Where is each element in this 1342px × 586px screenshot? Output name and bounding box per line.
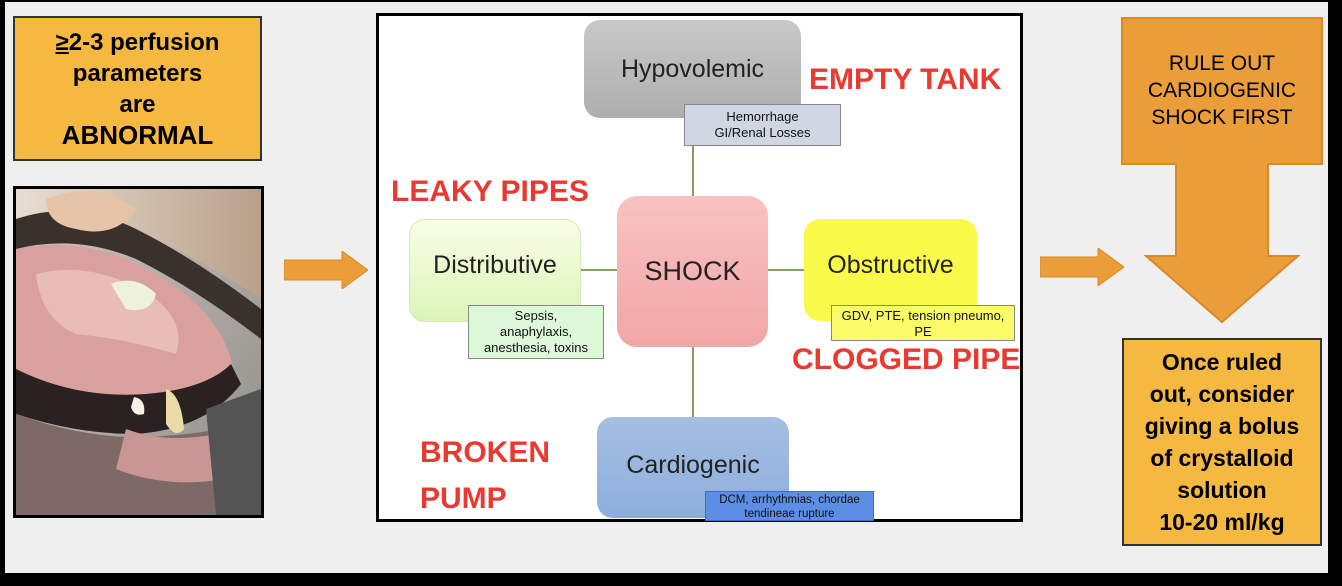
bolus-line5: solution [1177,477,1267,503]
shock-label: SHOCK [644,256,741,286]
clogged-pipe-label: CLOGGED PIPE [792,343,1021,376]
leaky-pipes-label: LEAKY PIPES [391,175,589,208]
obstructive-cause-1: GDV, PTE, tension pneumo, [841,308,1005,323]
connector-bottom [692,347,694,417]
broken-pump-line1: BROKEN [420,436,551,469]
distributive-label: Distributive [433,251,557,279]
distributive-cause-1: Sepsis, [514,308,558,323]
dog-gums-photo [13,186,264,518]
cardiogenic-label: Cardiogenic [626,451,760,479]
cardiogenic-causes: DCM, arrhythmias, chordae tendineae rupt… [705,491,874,521]
bolus-line6: 10-20 ml/kg [1159,509,1285,535]
hypovolemic-cause-2: GI/Renal Losses [714,125,811,140]
rule-out-line1: RULE OUT [1168,52,1276,75]
connector-top [692,146,694,196]
empty-tank-label: EMPTY TANK [809,63,1002,96]
obstructive-causes: GDV, PTE, tension pneumo, PE [831,305,1015,341]
shock-types-diagram: Hypovolemic Hemorrhage GI/Renal Losses D… [376,13,1023,522]
hypovolemic-label: Hypovolemic [620,54,765,83]
broken-pump-label: BROKEN PUMP [420,430,550,522]
crystalloid-bolus-box: Once ruled out, consider giving a bolus … [1122,338,1322,546]
perfusion-line2: parameters [72,59,203,87]
bolus-line3: giving a bolus [1144,413,1300,439]
obstructive-label: Obstructive [827,250,954,279]
shock-center-node: SHOCK [617,196,768,347]
distributive-cause-2: anaphylaxis, [499,324,573,339]
greater-equal-symbol: ≥ [55,28,69,56]
hypovolemic-node: Hypovolemic [584,20,801,118]
bolus-line1: Once ruled [1161,349,1283,375]
bolus-line2: out, consider [1149,381,1295,407]
perfusion-line3: are [119,90,156,118]
cardiogenic-cause-2: tendineae rupture [744,508,835,520]
hypovolemic-causes: Hemorrhage GI/Renal Losses [684,104,841,146]
connector-left [579,269,617,271]
bolus-line4: of crystalloid [1150,445,1294,471]
distributive-cause-3: anesthesia, toxins [483,340,589,355]
obstructive-cause-2: PE [914,324,932,339]
perfusion-line1: 2-3 perfusion [68,28,220,56]
connector-right [768,269,804,271]
hypovolemic-cause-1: Hemorrhage [726,109,799,124]
rule-out-line3: SHOCK FIRST [1151,106,1293,129]
perfusion-line4: ABNORMAL [61,119,214,150]
rule-out-line2: CARDIOGENIC [1147,79,1297,102]
distributive-causes: Sepsis, anaphylaxis, anesthesia, toxins [468,305,604,359]
down-arrow-icon [1121,17,1323,324]
broken-pump-line2: PUMP [420,482,507,515]
cardiogenic-cause-1: DCM, arrhythmias, chordae [719,494,860,506]
rule-out-cardiogenic-text: RULE OUT CARDIOGENIC SHOCK FIRST [1124,50,1320,131]
right-arrow-icon [284,251,368,289]
obstructive-node: Obstructive [804,219,977,321]
perfusion-parameters-box: ≥2-3 perfusion parameters are ABNORMAL [13,16,262,161]
distributive-node: Distributive [409,219,581,322]
right-arrow-icon [1040,248,1124,286]
dog-mouth-illustration [16,189,261,515]
